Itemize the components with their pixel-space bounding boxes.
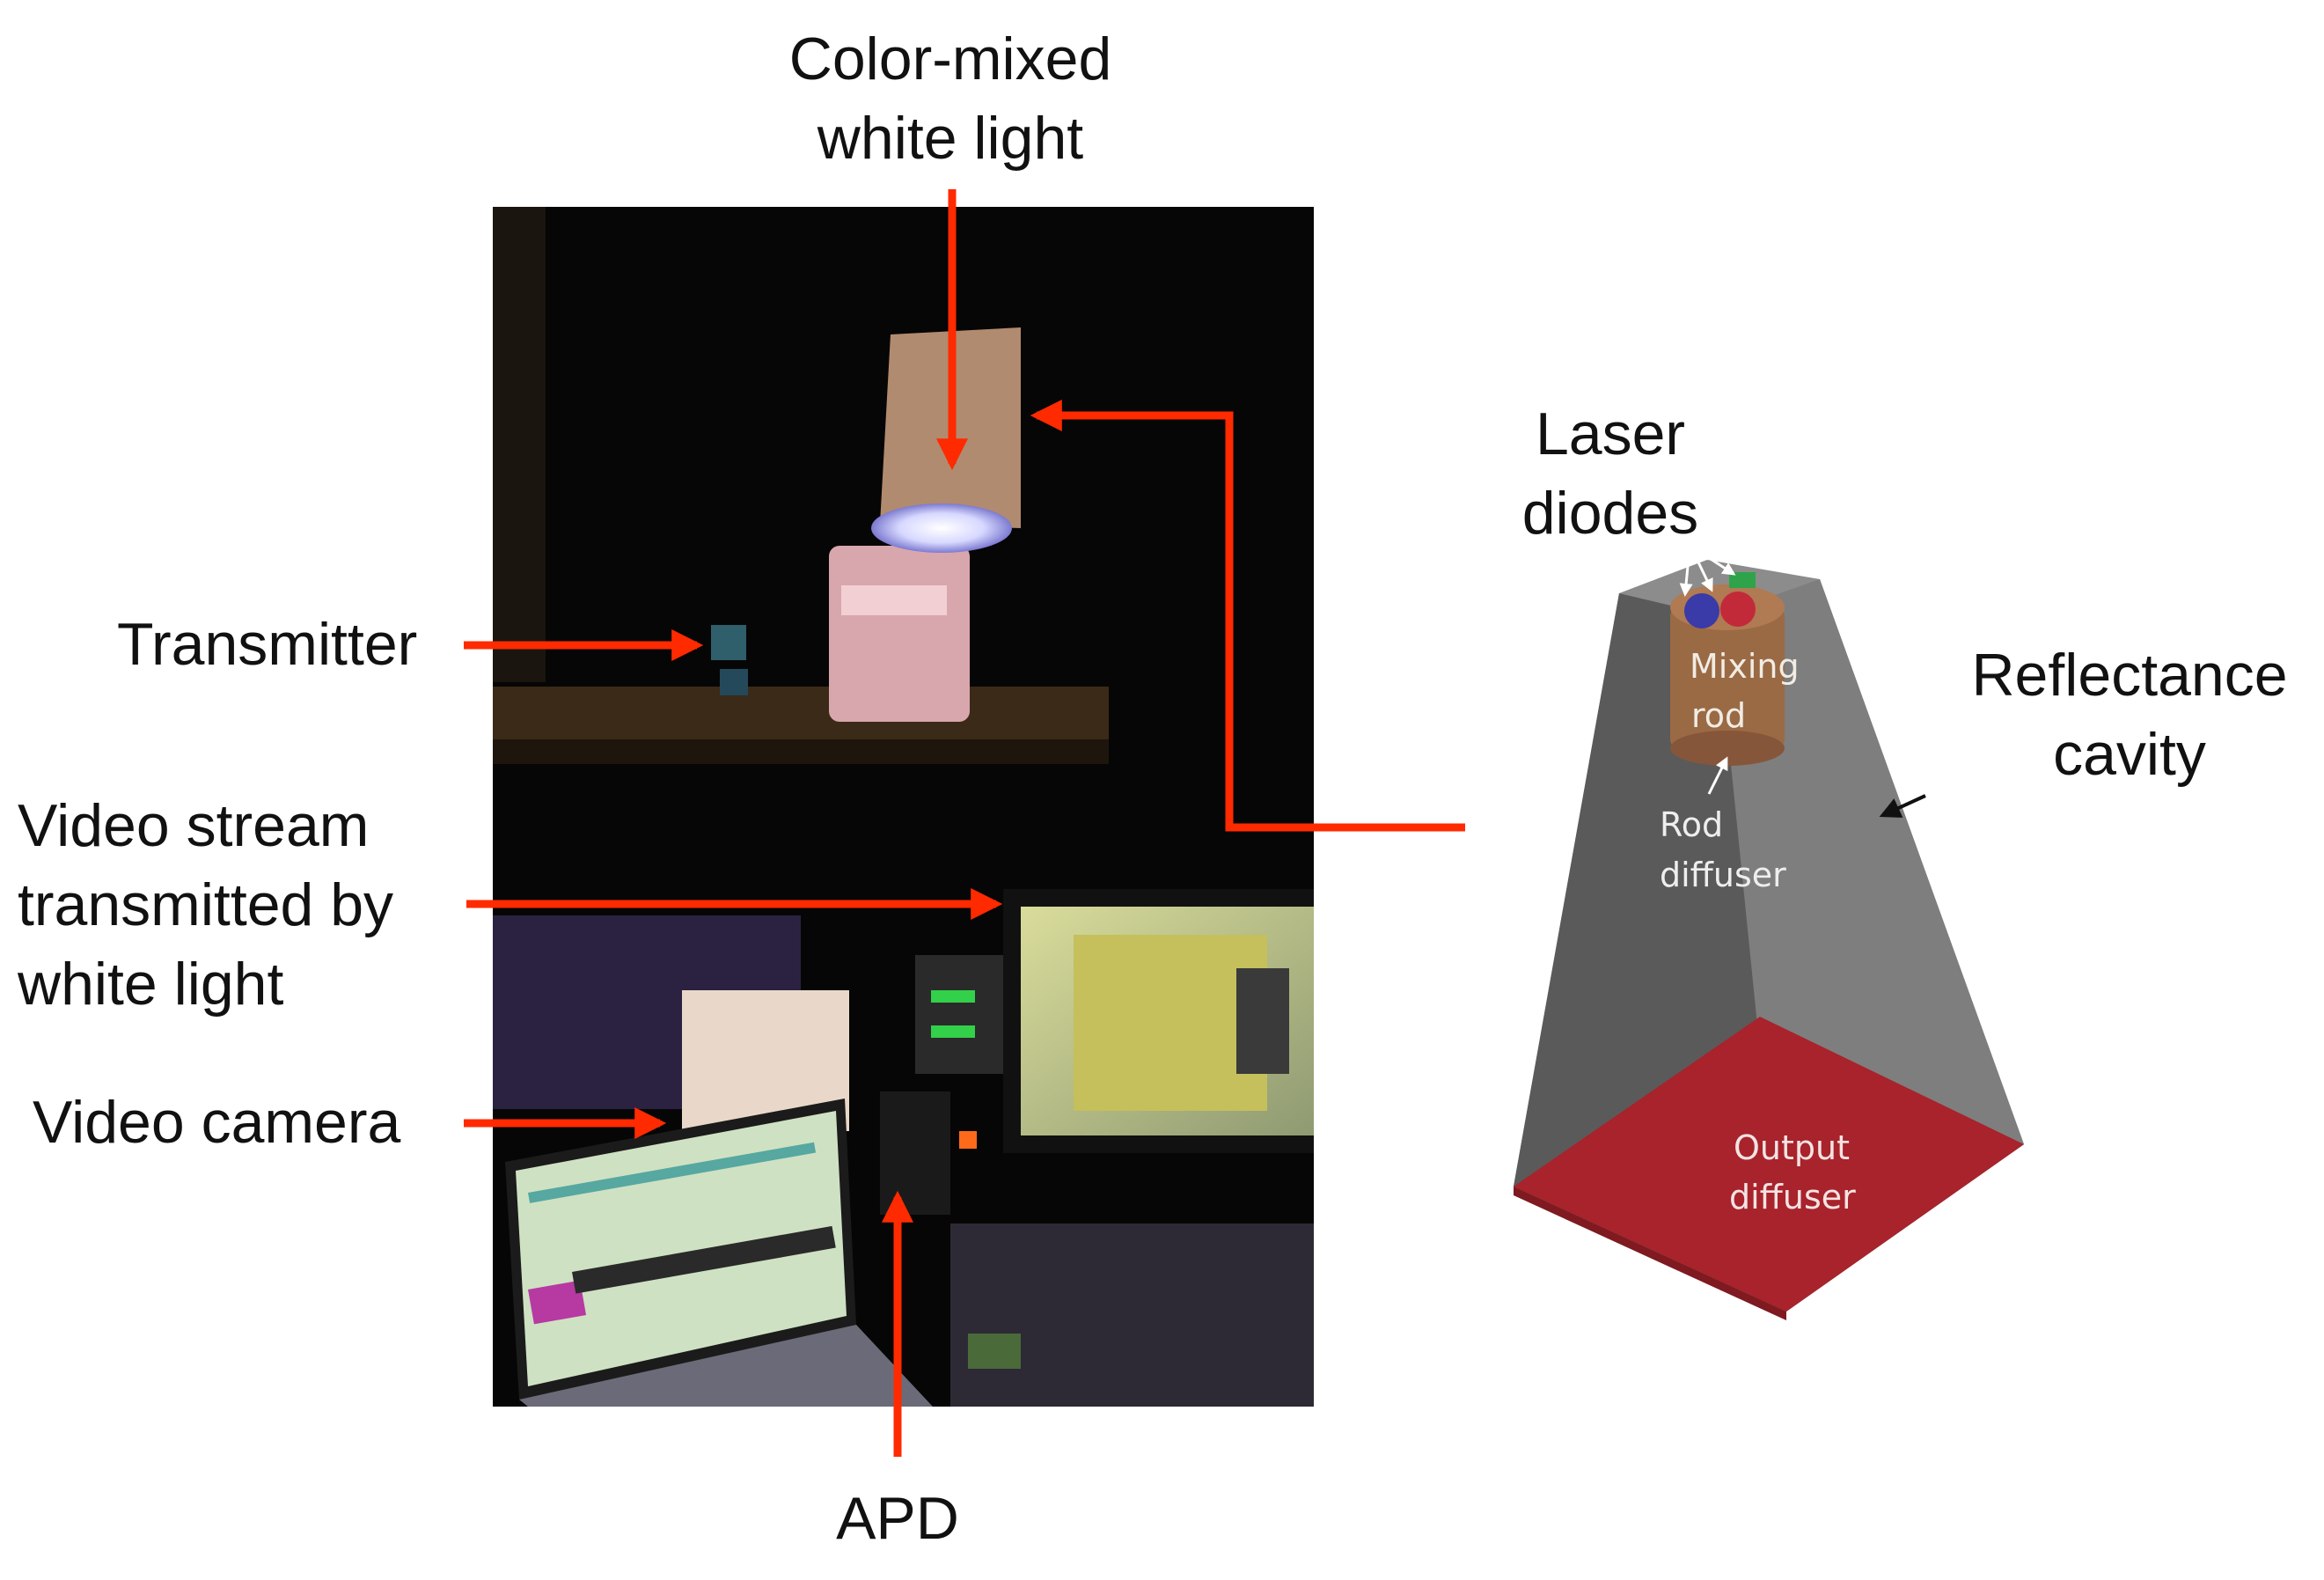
mixing-rod-shape	[1670, 607, 1785, 748]
transmitter-label: Transmitter	[117, 611, 418, 678]
green-laser-diode	[1729, 572, 1756, 588]
reflectance-cavity-label-line1: Reflectance	[1971, 642, 2288, 709]
reflectance-cavity-diagram: Mixing rod Rod diffuser Output diffuser	[1514, 546, 2024, 1320]
output-diffuser-label-1: Output	[1734, 1128, 1850, 1167]
lab-setup-photo	[493, 207, 1314, 1407]
output-diffuser-label-2: diffuser	[1729, 1178, 1856, 1216]
mixing-rod-label-1: Mixing	[1690, 647, 1800, 686]
laser-diodes-label-line2: diodes	[1521, 480, 1699, 547]
color-mixed-label-line2: white light	[817, 105, 1084, 172]
blue-laser-diode	[1684, 593, 1719, 628]
color-mixed-label-line1: Color-mixed	[788, 26, 1112, 92]
video-camera-label: Video camera	[33, 1089, 401, 1156]
output-diffuser-shape	[1514, 1017, 2024, 1312]
arrow-reflectance-cavity	[1879, 794, 1926, 818]
laser-diodes-label-line1: Laser	[1535, 401, 1686, 467]
rod-diffuser-label-1: Rod	[1660, 805, 1723, 844]
video-stream-label-line1: Video stream	[18, 792, 370, 859]
reflectance-cavity-label-line2: cavity	[2053, 721, 2206, 788]
mixing-rod-label-2: rod	[1691, 696, 1746, 735]
arrow-cavity-to-lamp	[1030, 400, 1465, 832]
video-stream-label-line2: transmitted by	[18, 871, 394, 938]
rod-diffuser-label-2: diffuser	[1660, 856, 1786, 894]
video-stream-label-line3: white light	[18, 951, 284, 1018]
red-laser-diode	[1720, 592, 1756, 627]
apd-label: APD	[836, 1485, 959, 1552]
